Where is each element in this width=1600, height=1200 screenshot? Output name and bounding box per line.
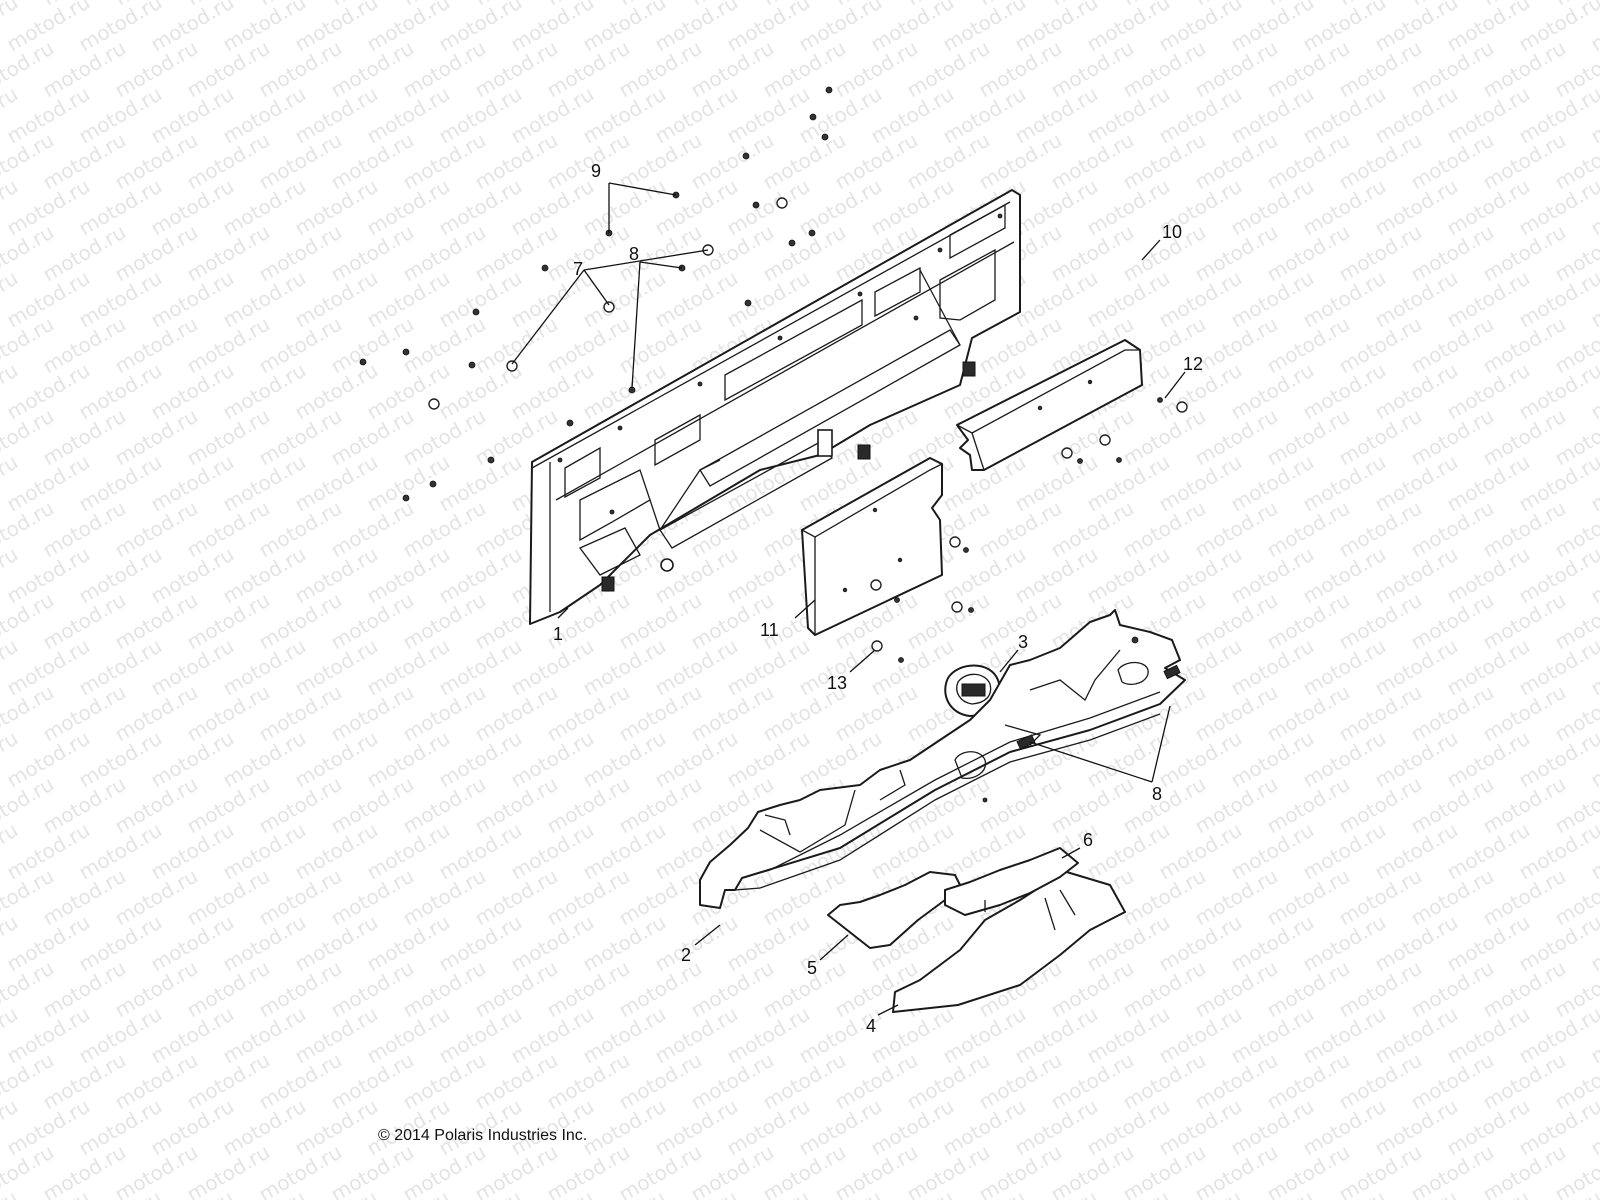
callout-12: 12 (1183, 354, 1203, 374)
callout-3: 3 (1018, 632, 1028, 652)
part-2-floor-tray (699, 609, 1186, 909)
callout-4: 4 (866, 1016, 876, 1036)
callout-6: 6 (1083, 830, 1093, 850)
callout-8-upper: 8 (629, 244, 639, 264)
callout-2: 2 (681, 945, 691, 965)
callout-9: 9 (591, 161, 601, 181)
callout-1: 1 (553, 624, 563, 644)
part-10-pad (956, 339, 1143, 471)
callout-7: 7 (573, 259, 583, 279)
callout-13: 13 (827, 673, 847, 693)
callout-11: 11 (760, 620, 779, 640)
callout-labels: 9 7 8 10 12 1 11 13 3 8 6 2 5 4 (553, 161, 1203, 1036)
part-1-rear-panel (529, 189, 1021, 625)
copyright-notice: © 2014 Polaris Industries Inc. (378, 1127, 588, 1144)
callout-5: 5 (807, 958, 817, 978)
part-6-pad (944, 847, 1079, 916)
part-5-pad (827, 871, 961, 949)
callout-10: 10 (1162, 222, 1182, 242)
fasteners (359, 86, 1163, 663)
part-11-pad (801, 457, 943, 636)
callout-8-lower: 8 (1152, 784, 1162, 804)
leader-lines (511, 182, 1186, 1016)
